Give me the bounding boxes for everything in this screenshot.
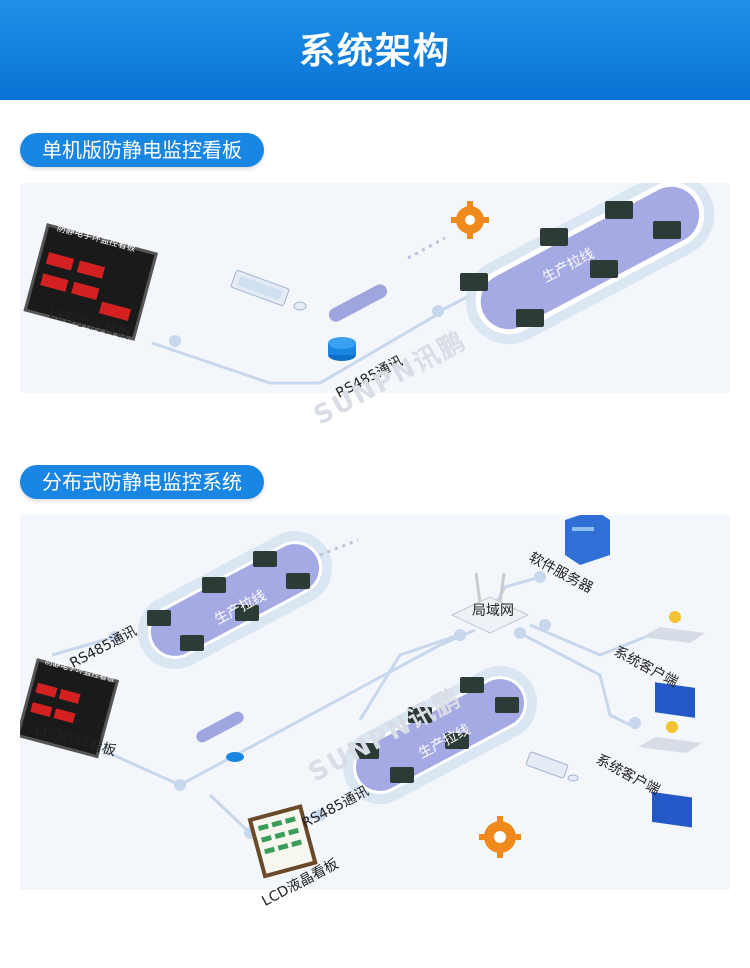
monitor-device-icon <box>147 551 310 651</box>
connection-node <box>432 305 444 317</box>
keyboard-icon <box>230 270 290 306</box>
mouse-icon <box>567 774 579 782</box>
rs485-hub-icon <box>226 752 244 762</box>
section2-title: 分布式防静电监控系统 <box>20 465 264 499</box>
server-icon <box>565 515 610 565</box>
production-line-loop <box>465 183 715 345</box>
led-board <box>23 223 159 341</box>
section2-panel: 防静电手环监控看板 LED数码看板 RS485通讯 RS485通讯 LCD液晶看… <box>20 515 730 910</box>
section1-diagram <box>23 183 715 385</box>
mouse-icon <box>293 301 307 311</box>
bar-device <box>328 284 388 322</box>
connection-line <box>151 311 441 385</box>
rs485-hub-icon <box>328 337 356 361</box>
led-board <box>20 658 120 759</box>
lcd-board <box>247 804 318 879</box>
section1-panel: 防静电手环监控看板 LED示例看板 RS485通讯 生产拉线 SUNPN讯鹏 <box>20 183 730 431</box>
laptop-icon <box>638 721 702 828</box>
connection-node <box>169 335 181 347</box>
keyboard-icon <box>525 751 569 779</box>
gear-icon <box>479 816 521 858</box>
monitor-device-icon <box>460 201 681 327</box>
gear-icon <box>451 201 489 239</box>
production-line-loop-top <box>137 531 333 669</box>
router-icon <box>450 572 530 634</box>
page-header: 系统架构 <box>0 0 750 100</box>
laptop-icon <box>642 611 705 718</box>
page-title: 系统架构 <box>298 31 451 72</box>
production-line-loop-bottom <box>342 666 538 804</box>
router-label: 局域网 <box>472 603 514 619</box>
section2-diagram <box>20 515 705 879</box>
section1-title: 单机版防静电监控看板 <box>20 133 264 167</box>
